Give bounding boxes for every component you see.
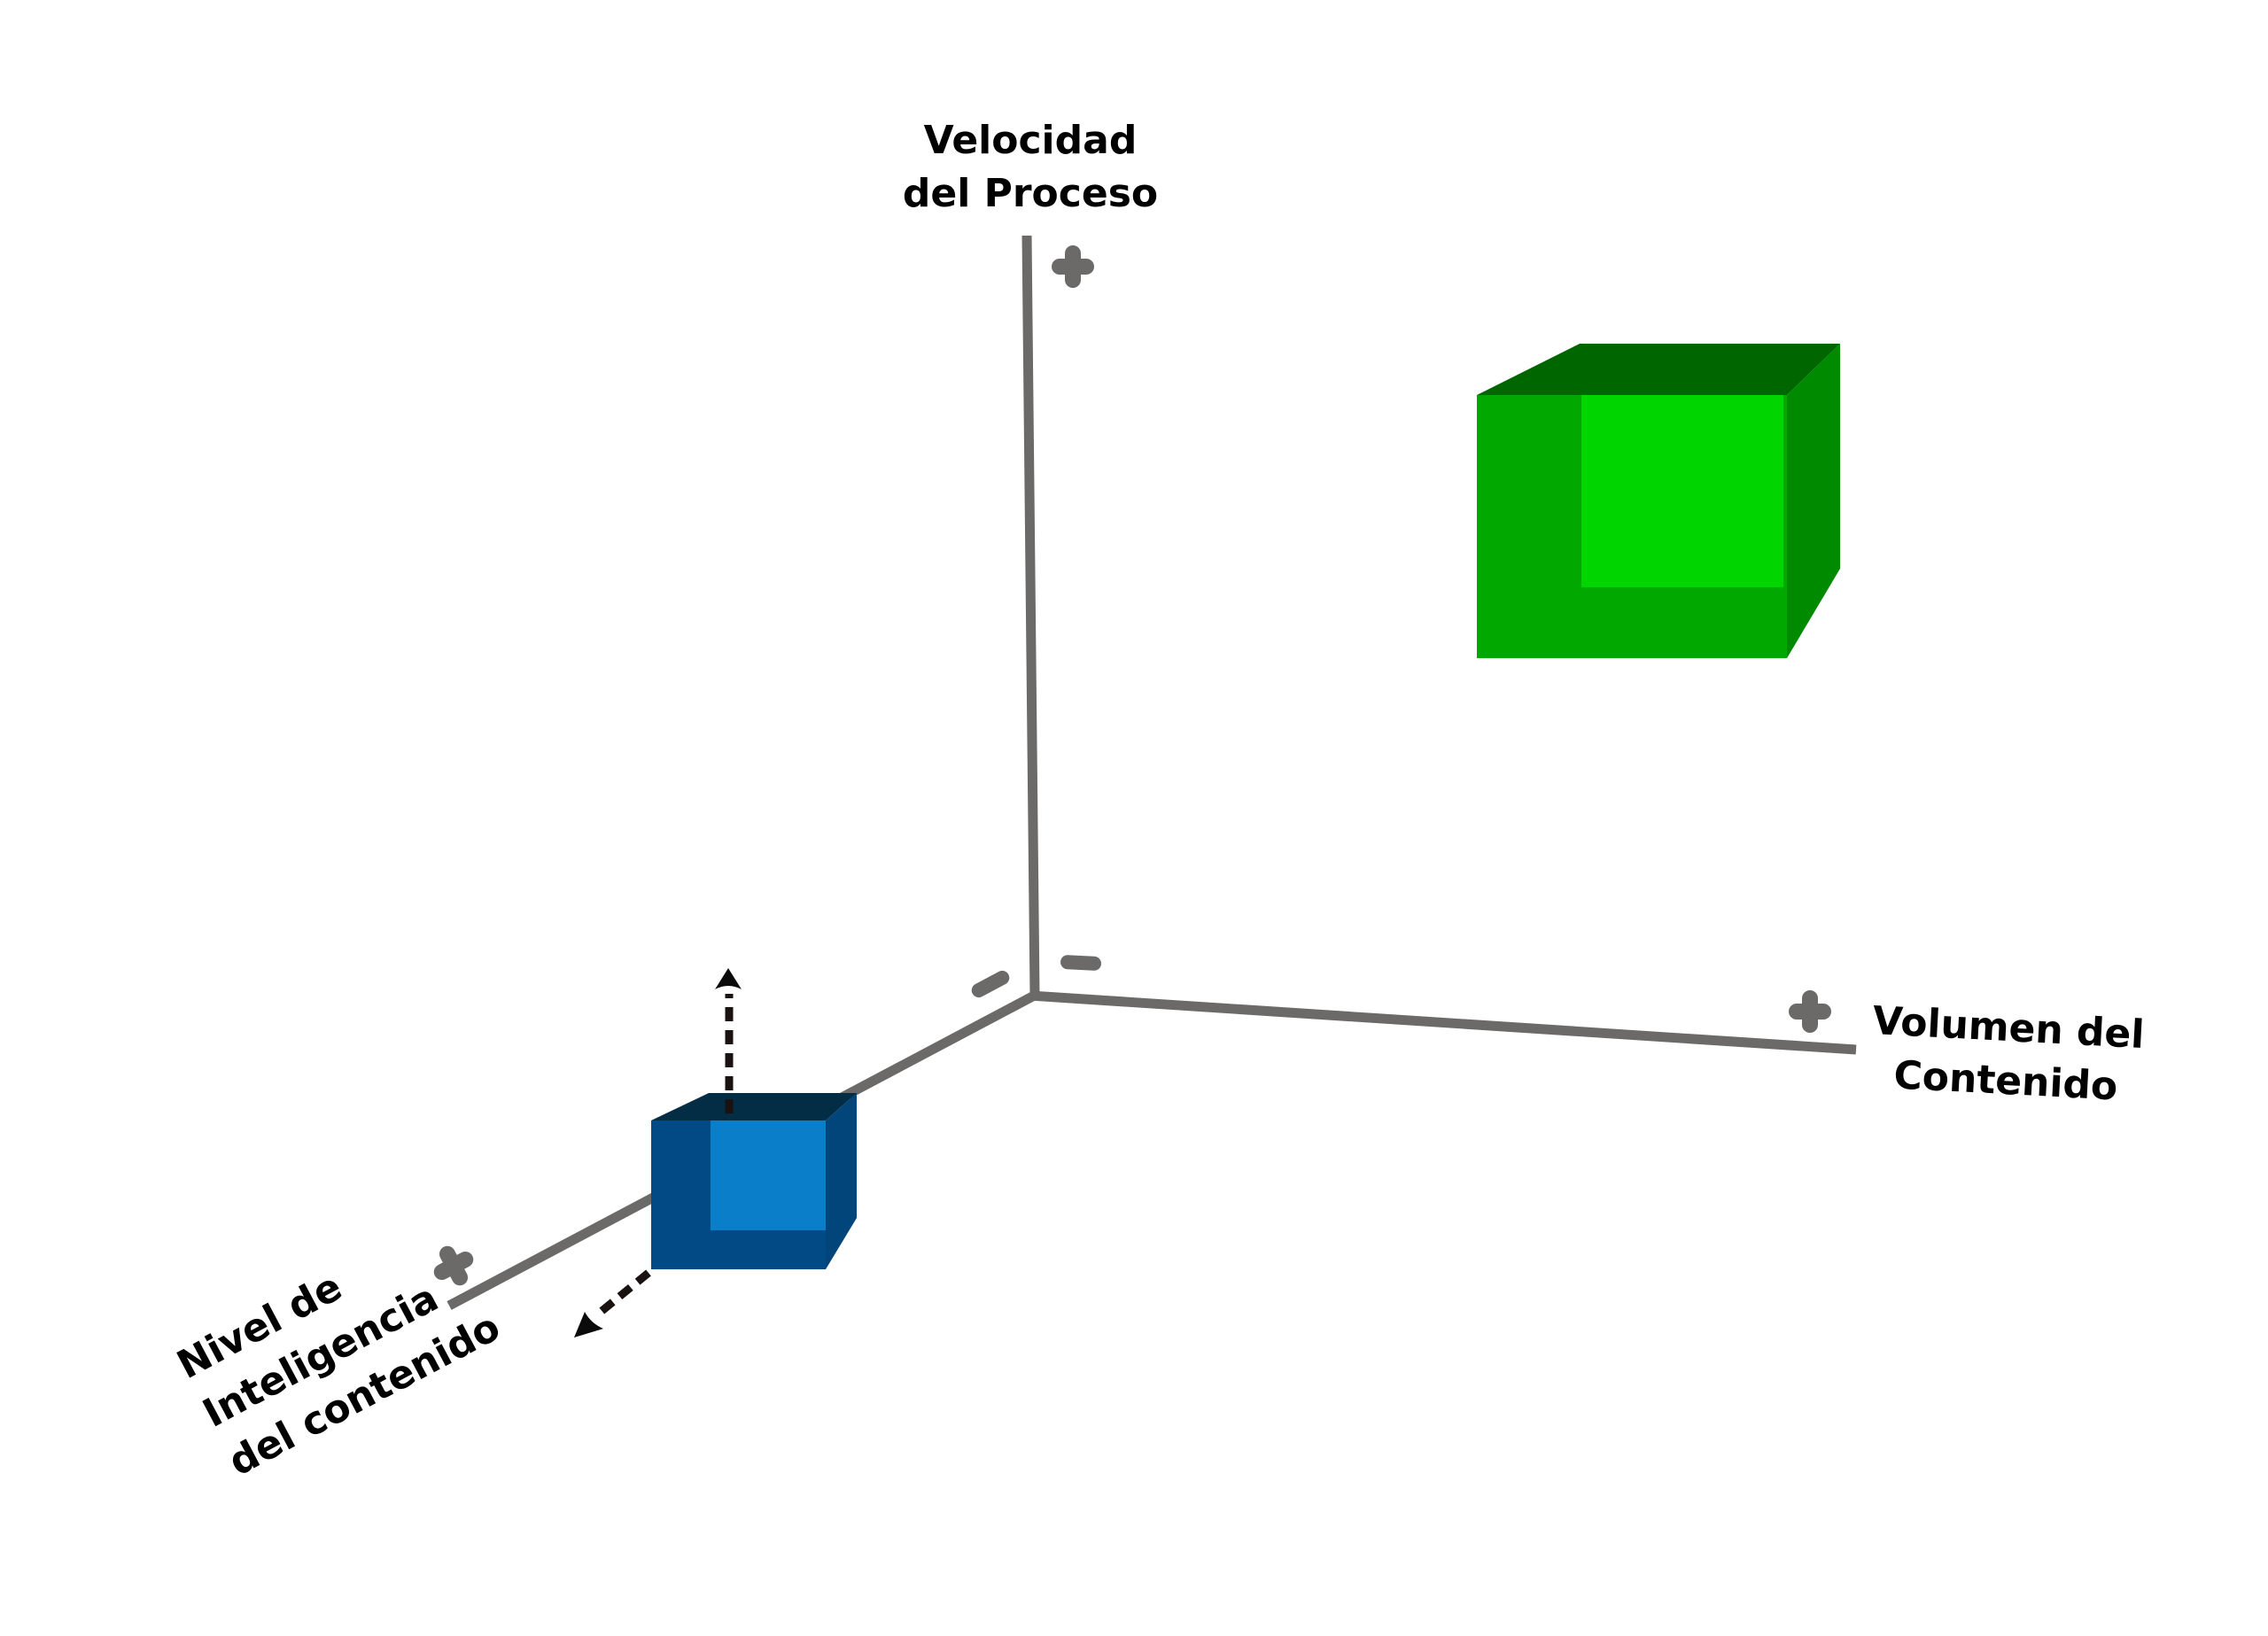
growth-arrow-up (715, 968, 742, 1113)
depth-minus-icon (971, 970, 1010, 998)
blue-cube-top (651, 1093, 857, 1120)
arrow-up-icon (715, 968, 742, 989)
depth-axis-label: Nivel de Inteligencia del contenido (170, 1264, 508, 1485)
vertical-axis-label: Velocidad del Proceso (903, 118, 1158, 216)
vertical-plus-icon (1052, 245, 1094, 288)
blue-cube-inner (711, 1120, 826, 1230)
growth-arrow-intelligence (574, 1269, 651, 1337)
blue-cube (651, 1093, 857, 1269)
vertical-minus-icon (1060, 955, 1101, 971)
growth-arrow-intelligence-line (593, 1269, 651, 1320)
green-cube-inner (1581, 395, 1783, 587)
axis-signs (433, 245, 1831, 1286)
horizontal-plus-icon (1789, 990, 1831, 1033)
green-cube (1477, 344, 1840, 658)
horizontal-axis-label-line-1: Volumen del (1871, 998, 2145, 1058)
horizontal-axis (1029, 990, 1857, 1055)
blue-cube-side (826, 1093, 857, 1269)
green-cube-top (1477, 344, 1840, 395)
green-cube-side (1787, 344, 1840, 658)
arrow-down-left-icon (574, 1312, 603, 1337)
vertical-axis (1021, 235, 1040, 996)
depth-plus-icon (433, 1245, 474, 1286)
vertical-axis-label-line-2: del Proceso (903, 171, 1158, 216)
horizontal-axis-label-line-2: Contenido (1892, 1052, 2118, 1109)
horizontal-axis-label: Volumen del Contenido (1871, 998, 2145, 1109)
vertical-axis-label-line-1: Velocidad (924, 118, 1138, 163)
